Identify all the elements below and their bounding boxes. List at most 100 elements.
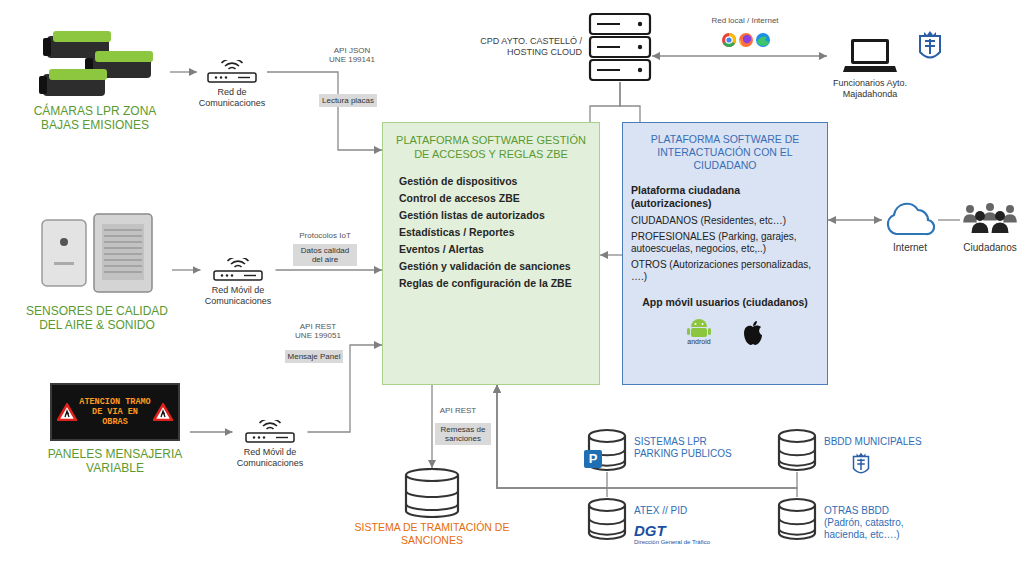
router-device: Red Móvil de Comunicaciones [201,258,276,307]
camera-device-icon-part-part [43,38,51,56]
router-device-icon-part [229,68,236,69]
chrome-icon [722,33,736,47]
citizens-group-icon-part [975,211,985,221]
sanctions-database-icon-part [406,469,458,481]
internet-cloud-figure [882,200,938,238]
camera-device-icon [35,26,155,98]
database-cylinder [774,428,818,472]
sensor-device-icon-part [104,271,142,273]
chrome-icon-part [726,37,732,43]
firefox-icon-part [739,33,753,47]
connector [620,82,640,122]
android-robot-part [708,328,711,335]
database-cylinder [584,497,628,541]
server-node: CPD AYTO. CASTELLÓ / HOSTING CLOUD [472,12,652,82]
sensor-device-icon-part [42,220,86,286]
laptop-node-icon-part [851,39,889,64]
other-database: OTRAS BBDD (Padrón, catastro, hacienda, … [774,497,924,541]
city-council-logo-part [857,453,866,457]
database-caption: ATEX // PIDDGTDirección General de Tráfi… [634,497,710,546]
platform-title: PLATAFORMA SOFTWARE GESTIÓN DE ACCESOS Y… [393,133,589,161]
internet-cloud: Internet [882,200,938,254]
edge-icon-part [757,37,770,46]
data-tag: Lectura placas [319,94,377,107]
server-icon-part [638,22,642,26]
edge-icon-part [756,33,770,47]
router-device-icon [210,258,266,282]
router-device-icon-part [231,274,233,276]
feature-item: Control de accesos ZBE [393,190,589,207]
internet-cloud-icon-part [888,204,934,234]
connector [938,219,960,220]
router-device-icon-part [222,60,243,63]
citizens-group-icon-part [1003,214,1017,222]
city-council-logo [920,31,940,58]
sanctions-database: SISTEMA DE TRAMITACIÓN DE SANCIONES [347,468,517,547]
server-icon-part [638,45,642,49]
city-council-logo-part [924,31,936,36]
sensor-device-icon-part [104,241,142,243]
camera-device-figure [35,26,155,98]
router-device-icon-part [221,274,223,276]
city-council-logo-part [854,457,869,473]
router-device-icon-part [225,76,227,78]
edge-icon [756,33,770,47]
router-device-icon-part [220,76,222,78]
city-council-logo-part [920,36,940,58]
device-label: CÁMARAS LPR ZONA BAJAS EMISIONES [20,104,170,132]
protocol-label: API JSON UNE 199141 [328,46,376,64]
firefox-icon-part [743,35,751,43]
apple-logo [742,320,764,346]
database-cylinder-part [589,499,625,511]
citizens-group-icon-part [983,212,997,220]
protocol-label: Protocolos IoT [299,231,351,240]
database-label: SISTEMAS LPR PARKING PUBLICOS [634,436,734,460]
connector [190,431,233,432]
device-label: BBDD MUNICIPALES [824,436,922,448]
router-device-icon-part [228,258,249,261]
app-store-icons: android [631,317,819,346]
parking-sign: P [584,450,602,468]
citizens-group-icon [960,202,1020,238]
database-cylinder-part [589,518,625,524]
data-tag: Datos calidad del aire [293,244,357,266]
citizens-group-icon-part [1006,205,1014,213]
connector [652,55,827,56]
router-device-icon [204,60,260,84]
database-cylinder-part [779,529,815,535]
android-badge: android [686,317,712,346]
dgt-database: ATEX // PIDDGTDirección General de Tráfi… [584,497,710,546]
sign-board: ATENCION TRAMO DE VIA EN OBRAS [50,383,180,441]
sensor-device-icon-part [102,224,144,280]
camera-device: CÁMARAS LPR ZONA BAJAS EMISIONES [20,26,170,132]
parking-badge: P [584,450,602,468]
device-label: Internet [893,242,927,254]
connector [828,219,882,220]
router-device-icon-part [244,275,256,276]
citizens-group-icon-part [986,203,994,211]
router-device-icon-part [231,261,245,264]
citizen-platform-box: PLATAFORMA SOFTWARE DE INTERACTUACIÓN CO… [622,122,828,385]
city-council-logo-part [857,459,865,470]
parking-database: P SISTEMAS LPR PARKING PUBLICOS [584,428,734,472]
user-group-item: OTROS (Autorizaciones personalizadas, ….… [631,259,819,284]
camera-device-icon-part [39,69,107,96]
database-caption: BBDD MUNICIPALES [824,428,922,448]
sanctions-database-icon-part [406,491,458,497]
router-device-figure [242,420,298,444]
router-device-icon-part [225,63,239,66]
connector [600,254,622,255]
database-caption: OTRAS BBDD (Padrón, catastro, hacienda, … [824,497,924,541]
connector [590,82,620,122]
sensor-device-icon-part [54,262,74,265]
feature-item: Estadísticas / Reportes [393,224,589,241]
section-heading: Plataforma ciudadana (autorizaciones) [631,184,819,210]
database-figure [774,497,818,541]
device-label: CPD AYTO. CASTELLÓ / HOSTING CLOUD [472,36,582,58]
android-robot-part [687,328,690,335]
router-device-icon-part [238,77,250,78]
router-device-icon-part [267,428,274,429]
brand-caption: Dirección General de Tráfico [634,539,710,546]
server-icon-part [590,14,650,34]
